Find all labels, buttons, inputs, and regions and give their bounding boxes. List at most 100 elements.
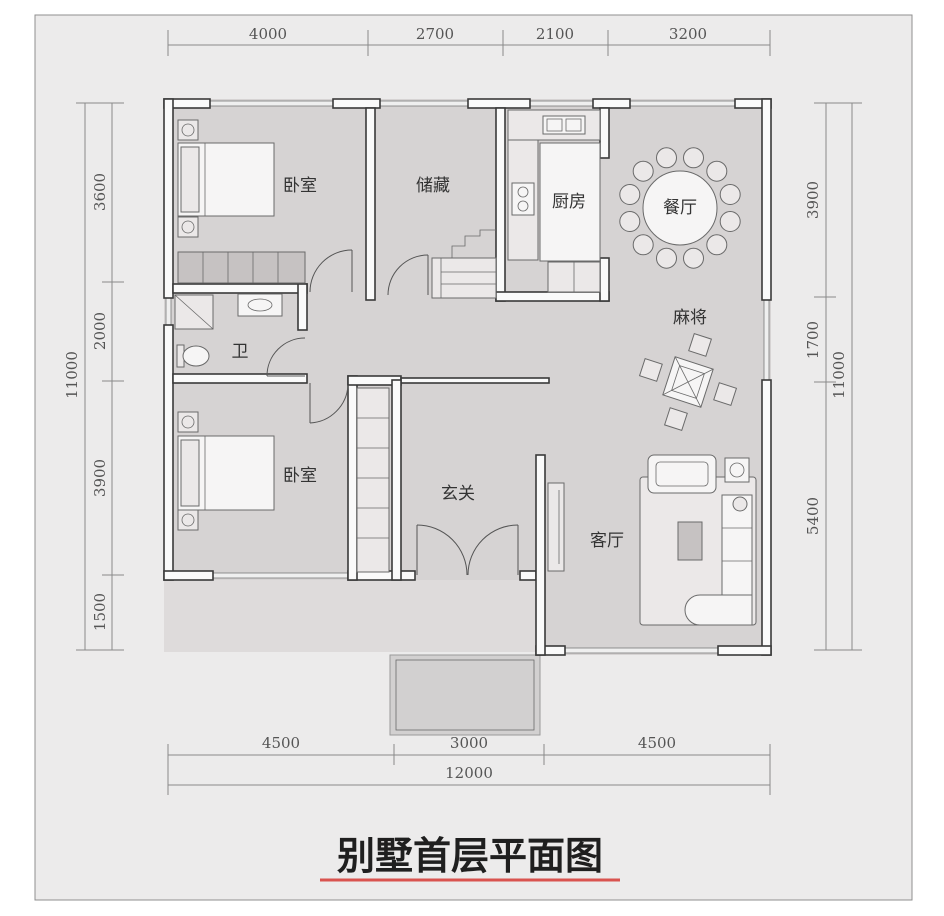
mahjong-table-cross	[662, 368, 714, 396]
wall	[391, 379, 402, 581]
armchair	[647, 454, 717, 494]
wall	[495, 107, 506, 302]
dining-table	[642, 170, 718, 246]
stove	[511, 182, 535, 216]
wall	[163, 98, 174, 299]
window	[212, 572, 349, 579]
building-interior	[164, 99, 771, 655]
dim-label-right-1: 3900	[804, 181, 822, 219]
living-room-furniture	[547, 454, 757, 626]
dining-set	[619, 147, 741, 269]
bathroom-fixtures	[174, 293, 283, 368]
wall	[761, 98, 772, 301]
dimension-bottom: 4500 3000 4500 12000	[167, 734, 771, 795]
wall	[599, 107, 610, 159]
sofa-back	[721, 494, 753, 596]
sink-basin	[247, 298, 273, 312]
mahjong-table-inner	[671, 365, 705, 399]
wall	[761, 379, 772, 656]
dining-chair	[632, 160, 654, 182]
window	[209, 100, 334, 107]
stair-landing	[431, 257, 497, 299]
dining-chair	[619, 211, 641, 232]
mahjong-chair	[713, 382, 738, 407]
dining-chair	[656, 147, 677, 169]
wall	[163, 570, 214, 581]
dim-label-top-4: 3200	[669, 25, 707, 43]
dim-label-left-1: 3600	[91, 173, 109, 211]
dining-chairs	[619, 147, 741, 269]
mahjong-set	[638, 332, 738, 432]
dining-chair	[706, 234, 728, 256]
dim-label-top-1: 4000	[249, 25, 287, 43]
window	[165, 297, 172, 326]
dim-label-bottom-2: 3000	[450, 734, 488, 752]
sofa-corner	[684, 594, 753, 626]
wall	[172, 373, 308, 384]
wall	[599, 257, 610, 302]
dim-label-top-2: 2700	[416, 25, 454, 43]
stair-outline	[441, 229, 496, 259]
sink	[237, 293, 283, 317]
mahjong-chair	[688, 332, 713, 357]
nightstand	[177, 411, 199, 433]
toilet	[182, 345, 210, 367]
window	[629, 100, 736, 107]
nightstand	[177, 119, 199, 141]
wardrobe	[177, 251, 306, 284]
wall	[519, 570, 537, 581]
bathroom-door	[266, 337, 306, 377]
room-label-kitchen: 厨房	[552, 192, 586, 212]
room-label-bedroom-south: 卧室	[283, 466, 317, 486]
window	[379, 100, 469, 107]
stairs-corridor	[356, 387, 390, 573]
dim-label-right-2: 1700	[804, 321, 822, 359]
wall	[297, 283, 308, 331]
room-label-foyer: 玄关	[441, 484, 475, 504]
mahjong-chair	[663, 407, 688, 432]
room-labels: 卧室 储藏 厨房 餐厅 麻将 卫 卧室 玄关 客厅	[232, 176, 708, 551]
dining-chair	[683, 147, 704, 169]
dining-chair	[719, 184, 741, 205]
dim-label-bottom-total: 12000	[445, 764, 493, 782]
lamp-icon	[181, 513, 195, 527]
lamp-icon	[181, 415, 195, 429]
wall	[400, 377, 550, 384]
nightstand	[177, 216, 199, 238]
stairs-storage	[431, 229, 497, 299]
wall	[495, 291, 610, 302]
tv-cabinet	[547, 482, 565, 572]
entrance-step-inner	[395, 659, 535, 731]
dim-label-right-3: 5400	[804, 497, 822, 535]
bedroom-north-door	[309, 249, 353, 293]
shower-diagonal	[174, 294, 214, 330]
nightstand	[177, 509, 199, 531]
bedroom-south-furniture	[177, 411, 275, 531]
pillow	[180, 146, 200, 213]
front-porch	[164, 580, 536, 652]
door-swing	[387, 254, 429, 296]
dim-label-left-3: 3900	[91, 459, 109, 497]
window	[529, 100, 594, 107]
entrance-double-door	[416, 524, 519, 576]
bedroom-south-door	[309, 383, 349, 424]
door-swing	[309, 384, 349, 424]
wall	[347, 375, 358, 581]
dim-label-left-4: 1500	[91, 593, 109, 631]
kitchen-sink	[542, 115, 586, 135]
dining-chair	[683, 247, 704, 269]
plant-icon	[732, 496, 748, 512]
dim-label-bottom-3: 4500	[638, 734, 676, 752]
sink-bowl	[565, 118, 582, 132]
room-label-mahjong: 麻将	[673, 308, 707, 328]
wall	[332, 98, 381, 109]
room-label-living: 客厅	[590, 531, 624, 551]
walls	[163, 98, 772, 656]
entrance-steps-area	[389, 654, 541, 736]
dim-label-bottom-1: 4500	[262, 734, 300, 752]
dining-chair	[632, 234, 654, 256]
room-label-bedroom-north: 卧室	[283, 176, 317, 196]
dining-chair	[719, 211, 741, 232]
dim-label-right-total: 11000	[830, 351, 848, 399]
